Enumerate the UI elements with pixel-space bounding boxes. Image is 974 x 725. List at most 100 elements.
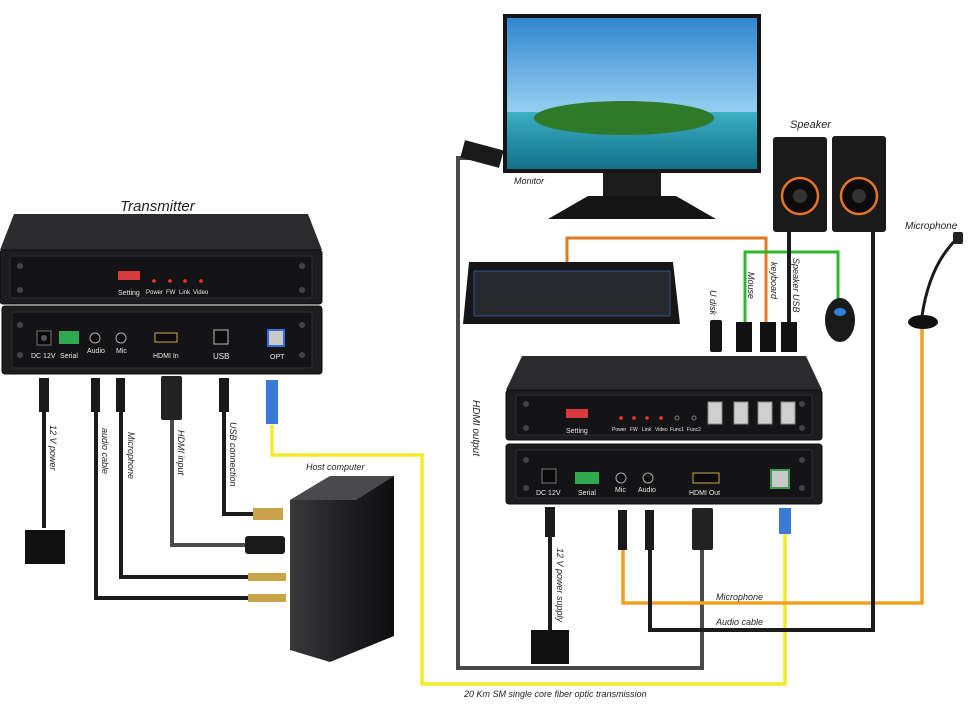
- dip-switch[interactable]: [118, 271, 140, 280]
- hdmi-out-port[interactable]: [692, 472, 720, 484]
- screw-icon: [299, 263, 305, 269]
- tx-hdmi-input-label: HDMI input: [176, 430, 186, 476]
- rx-port-mic: Mic: [615, 487, 626, 494]
- opt-port[interactable]: [770, 469, 790, 489]
- func-button[interactable]: [691, 415, 697, 421]
- usb-b-port[interactable]: [213, 329, 229, 345]
- fiber-plug-icon: [266, 380, 278, 424]
- led-icon: [183, 279, 187, 283]
- monitor-stand: [548, 196, 716, 219]
- keyboard-label: keyboard: [769, 262, 779, 300]
- screw-icon: [299, 287, 305, 293]
- power-adapter-icon: [25, 530, 65, 564]
- rx-func1: Func1: [670, 427, 684, 433]
- hdmi-plug-icon: [161, 376, 182, 420]
- mouse-cable: [743, 250, 840, 328]
- tx-hdmi-cable: [170, 420, 245, 547]
- rx-led-power: Power: [612, 427, 627, 433]
- usb-a-port[interactable]: [733, 401, 749, 425]
- speaker-usb-label: Speaker USB: [791, 258, 801, 313]
- serial-terminal[interactable]: [575, 472, 599, 484]
- dc-jack[interactable]: [541, 468, 557, 484]
- rx-power-label: 12 V power supply: [555, 548, 565, 623]
- led-icon: [659, 416, 663, 420]
- host-computer: Host computer: [245, 462, 394, 662]
- mic-base: [908, 315, 938, 329]
- hdmi-in-port[interactable]: [154, 332, 178, 343]
- rx-port-hdmi-out: HDMI Out: [689, 490, 720, 497]
- monitor-label: Monitor: [514, 176, 545, 186]
- rx-mic-cable-label: Microphone: [716, 592, 763, 602]
- cables: [42, 156, 924, 686]
- fiber-label: 20 Km SM single core fiber optic transmi…: [463, 689, 647, 699]
- port-usb: USB: [213, 352, 229, 361]
- tx-usb-connection-label: USB connection: [228, 422, 238, 487]
- rx-led-link: Link: [642, 427, 652, 433]
- port-serial: Serial: [60, 353, 78, 360]
- audio-plug-icon: [248, 594, 286, 602]
- microphone-icon: [953, 232, 963, 244]
- dc-plug-icon: [545, 507, 555, 537]
- rx-setting-label: Setting: [566, 428, 588, 435]
- rx-port-dc12v: DC 12V: [536, 490, 561, 497]
- receiver: Setting Power FW Link Video Func1 Func2: [505, 356, 823, 664]
- u-disk-label: U disk: [708, 290, 718, 316]
- usb-a-port[interactable]: [707, 401, 723, 425]
- mic-jack[interactable]: [615, 472, 627, 484]
- mouse-label: Mouse: [746, 272, 756, 299]
- transmitter-title: Transmitter: [120, 198, 196, 215]
- microphone-device: Microphone: [905, 221, 963, 329]
- usb-plug-icon: [219, 378, 229, 412]
- audio-jack[interactable]: [89, 332, 101, 344]
- port-audio: Audio: [87, 348, 105, 355]
- transmitter-plugs: [25, 376, 278, 564]
- func-button[interactable]: [674, 415, 680, 421]
- tx-microphone-label: Microphone: [126, 432, 136, 479]
- receiver-plugs: [531, 507, 791, 664]
- usb-plug-icon: [781, 322, 797, 352]
- dip-switch[interactable]: [566, 409, 588, 418]
- rx-mic-cable: [621, 328, 924, 605]
- usb-plug-icon: [253, 508, 283, 520]
- audio-plug-icon: [645, 510, 654, 550]
- tx-led-link: Link: [179, 290, 191, 296]
- port-opt: OPT: [270, 354, 285, 361]
- led-icon: [152, 279, 156, 283]
- usb-a-port[interactable]: [757, 401, 773, 425]
- port-mic: Mic: [116, 348, 127, 355]
- keyboard-cable: [565, 236, 768, 328]
- power-adapter-icon: [531, 630, 569, 664]
- usb-plug-icon: [736, 322, 752, 352]
- rx-port-audio: Audio: [638, 487, 656, 494]
- serial-terminal[interactable]: [59, 331, 79, 344]
- hdmi-plug-icon: [692, 508, 713, 550]
- led-icon: [168, 279, 172, 283]
- led-icon: [199, 279, 203, 283]
- audio-jack[interactable]: [642, 472, 654, 484]
- hdmi-plug-icon: [460, 140, 504, 168]
- tx-led-power: Power: [146, 290, 163, 296]
- peripherals: U disk Mouse keyboard Speaker USB: [463, 258, 855, 352]
- usb-a-port[interactable]: [780, 401, 796, 425]
- screw-icon: [17, 263, 23, 269]
- mic-jack[interactable]: [115, 332, 127, 344]
- tx-usb-cable: [222, 410, 255, 516]
- rx-led-video: Video: [655, 427, 668, 433]
- opt-port[interactable]: [267, 329, 285, 347]
- computer-tower-icon: [290, 476, 394, 662]
- tx-led-fw: FW: [166, 290, 176, 296]
- tx-audio-cable: [94, 410, 250, 600]
- mic-plug-icon: [618, 510, 627, 550]
- tx-power-label: 12 V power: [48, 425, 58, 472]
- audio-plug-icon: [248, 573, 286, 581]
- transmitter: Transmitter Setting Power FW Link Video: [0, 198, 323, 564]
- u-disk-icon: [710, 320, 722, 352]
- audio-plug-icon: [91, 378, 100, 412]
- led-icon: [619, 416, 623, 420]
- rx-audio-cable: [648, 230, 875, 632]
- receiver-rear-panel: DC 12V Serial Mic Audio HDMI Out: [505, 443, 823, 505]
- transmitter-rear-panel: DC 12V Serial Audio Mic HDMI In USB OPT: [1, 305, 323, 375]
- tx-led-video: Video: [193, 290, 209, 296]
- rx-led-fw: FW: [630, 427, 638, 433]
